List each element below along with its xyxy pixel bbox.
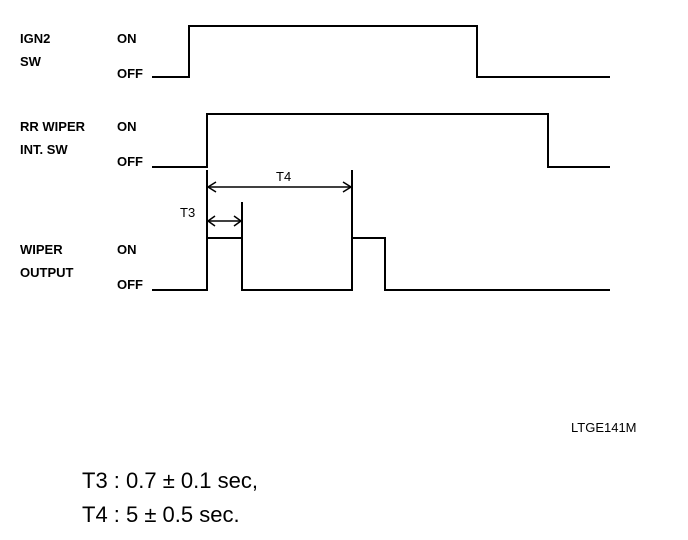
signal-name-line-2: SW xyxy=(20,54,42,69)
t4-arrow-right-head xyxy=(342,181,353,193)
on-label: ON xyxy=(117,31,137,46)
t4-arrow-left-head xyxy=(206,181,217,193)
t3-label: T3 xyxy=(180,205,195,220)
signal-ign2-sw: IGN2 SW ON OFF xyxy=(20,25,610,81)
on-label: ON xyxy=(117,242,137,257)
signal-name-line-1: IGN2 xyxy=(20,31,50,46)
ign2-waveform xyxy=(152,25,610,78)
signal-name-line-2: INT. SW xyxy=(20,142,68,157)
signal-wiper-output: WIPER OUTPUT ON OFF xyxy=(20,237,610,292)
t4-label: T4 xyxy=(276,169,291,184)
wiper-output-waveform xyxy=(152,237,610,291)
off-label: OFF xyxy=(117,277,143,292)
note-t4: T4 : 5 ± 0.5 sec. xyxy=(82,502,240,527)
t3-arrow-left-head xyxy=(206,215,216,227)
note-t3: T3 : 0.7 ± 0.1 sec, xyxy=(82,468,258,493)
signal-rr-wiper-int-sw: RR WIPER INT. SW ON OFF xyxy=(20,113,610,169)
figure-code: LTGE141M xyxy=(571,420,637,435)
signal-name-line-1: WIPER xyxy=(20,242,63,257)
signal-name-line-1: RR WIPER xyxy=(20,119,86,134)
t3-dimension: T3 xyxy=(180,205,243,227)
off-label: OFF xyxy=(117,154,143,169)
on-label: ON xyxy=(117,119,137,134)
rr-wiper-waveform xyxy=(152,113,610,168)
t4-dimension: T4 xyxy=(206,169,353,193)
signal-name-line-2: OUTPUT xyxy=(20,265,74,280)
t3-arrow-right-head xyxy=(233,215,243,227)
off-label: OFF xyxy=(117,66,143,81)
